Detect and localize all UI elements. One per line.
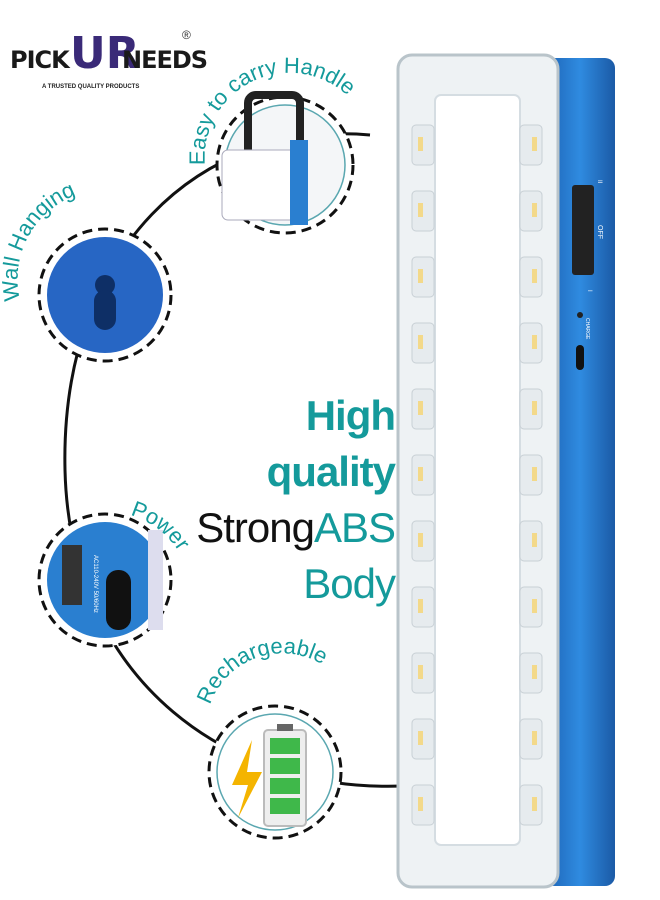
headline-abs: ABS — [313, 504, 396, 551]
led-cell — [519, 388, 543, 430]
led-cell — [519, 454, 543, 496]
led-chip — [418, 533, 423, 547]
headline-strong: Strong — [196, 504, 315, 551]
socket-text: AC110-240V 50/60Hz — [92, 555, 98, 613]
headline: High quality StrongABS Body — [190, 388, 396, 612]
led-chip — [532, 797, 537, 811]
battery-charging-icon — [232, 724, 307, 827]
led-cell — [519, 190, 543, 232]
led-chip — [532, 599, 537, 613]
headline-body: Body — [303, 560, 396, 607]
led-chip — [532, 533, 537, 547]
brand-word-mid: UR — [70, 28, 140, 79]
led-chip — [418, 269, 423, 283]
charge-label: CHARGE — [584, 318, 590, 340]
led-cell — [519, 322, 543, 364]
brand-word-left: PICK — [10, 46, 70, 74]
led-chip — [532, 731, 537, 745]
led-cell — [519, 256, 543, 298]
feature-label-recharge: Rechargeable — [191, 633, 331, 707]
keyhole-icon — [94, 275, 116, 330]
led-cell — [519, 520, 543, 562]
brand-word-right: NEEDS — [122, 46, 208, 74]
led-cell — [519, 652, 543, 694]
led-chip — [532, 665, 537, 679]
led-chip — [418, 467, 423, 481]
power-socket-icon — [106, 570, 131, 630]
switch-label: OFF — [596, 225, 603, 239]
led-chip — [418, 797, 423, 811]
feature-rechargeable — [207, 704, 343, 840]
led-chip — [532, 401, 537, 415]
feature-power — [37, 512, 173, 648]
led-chip — [418, 665, 423, 679]
led-chip — [418, 335, 423, 349]
brand-logo: PICK UR NEEDS ® A TRUSTED QUALITY PRODUC… — [10, 28, 208, 98]
led-chip — [532, 269, 537, 283]
led-chip — [418, 401, 423, 415]
switch-pos-1: I — [586, 290, 592, 292]
registered-mark: ® — [182, 28, 191, 42]
feature-handle — [215, 91, 355, 235]
led-chip — [532, 335, 537, 349]
led-cell — [519, 124, 543, 166]
power-switch — [572, 185, 594, 275]
led-chip — [418, 599, 423, 613]
switch-pos-2: II — [596, 180, 602, 184]
led-cell — [519, 718, 543, 760]
led-chip — [532, 137, 537, 151]
led-chip — [418, 731, 423, 745]
led-chip — [418, 203, 423, 217]
led-chip — [532, 203, 537, 217]
led-chip — [532, 467, 537, 481]
lamp-body — [545, 58, 615, 886]
usb-port — [576, 345, 584, 370]
brand-tagline: A TRUSTED QUALITY PRODUCTS — [42, 84, 140, 90]
led-chip — [418, 137, 423, 151]
charge-indicator — [577, 312, 583, 318]
led-cell — [519, 784, 543, 826]
headline-line1: High quality — [266, 392, 396, 495]
feature-wall-hanging — [37, 227, 173, 363]
lamp — [396, 53, 615, 889]
led-cell — [519, 586, 543, 628]
